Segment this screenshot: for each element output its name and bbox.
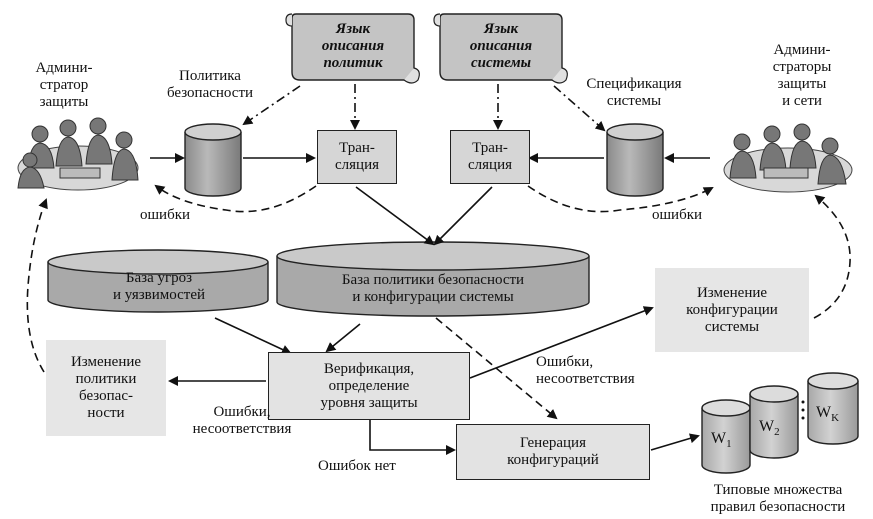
mismatch-label-right: Ошибки, несоответствия: [536, 354, 686, 388]
sets-caption-line-1: Типовые множества: [713, 482, 843, 498]
w1-cylinder: [701, 399, 751, 474]
translation-system-line-2: сляция: [468, 157, 512, 173]
admin-right-line-2: страторы: [772, 59, 832, 75]
w2-letter: W: [759, 418, 775, 435]
system-language-line-1: Язык: [483, 21, 519, 37]
policy-db-label-line-1: Политика: [179, 68, 241, 84]
policy-db-label-line-2: безопасности: [166, 85, 254, 101]
generation-line-2: конфигураций: [507, 452, 599, 468]
admin-right-line-3: защиты: [777, 76, 827, 92]
threats-db-line-2: и уязвимостей: [112, 287, 206, 303]
mismatch-right-line-1: Ошибки,: [536, 354, 594, 370]
policy-language-line-1: Язык: [335, 21, 371, 37]
scroll-policy-language: [285, 13, 420, 84]
admin-left-line-3: защиты: [39, 94, 89, 110]
ellipsis-dots: [801, 400, 805, 420]
flow-arrows: [150, 153, 710, 455]
system-language-label: Язык описания системы: [444, 21, 558, 72]
change-config-line-2: конфигурации: [686, 301, 778, 318]
sets-caption: Типовые множества правил безопасности: [690, 482, 866, 516]
mismatch-label-left: Ошибки, несоответствия: [172, 404, 312, 438]
admin-left-line-1: Админи-: [35, 60, 93, 76]
change-config-line-3: системы: [704, 318, 760, 335]
mismatch-right-line-2: несоответствия: [536, 371, 635, 387]
translation-policy-line-2: сляция: [335, 157, 379, 173]
spec-db-cylinder: [606, 123, 664, 197]
admin-left-line-2: стратор: [39, 77, 89, 93]
threats-db-label: База угроз и уязвимостей: [56, 270, 262, 304]
policy-config-db-label: База политики безопасности и конфигураци…: [290, 272, 576, 306]
w2-label: W2: [759, 418, 780, 441]
wk-label: WK: [816, 404, 839, 427]
w1-label: W1: [711, 430, 732, 453]
wk-subscript: K: [831, 412, 840, 425]
change-policy-line-2: политики: [75, 371, 137, 387]
scroll-system-language: [433, 13, 568, 84]
verification-box: Верификация, определение уровня защиты: [268, 352, 470, 420]
system-language-line-3: системы: [470, 55, 532, 71]
translation-system-line-1: Тран-: [472, 140, 508, 156]
policy-config-db-line-2: и конфигурации системы: [352, 289, 514, 305]
admin-right-line-1: Админи-: [773, 42, 831, 58]
policy-language-line-2: описания: [321, 38, 385, 54]
system-language-line-2: описания: [469, 38, 533, 54]
spec-db-label: Спецификация системы: [572, 76, 696, 110]
threats-db-cylinder: [47, 249, 269, 313]
admin-left-label: Админи- стратор защиты: [14, 60, 114, 111]
generation-line-1: Генерация: [520, 435, 586, 451]
w2-cylinder: [749, 385, 799, 459]
w2-subscript: 2: [774, 426, 780, 439]
threats-db-line-1: База угроз: [125, 270, 193, 286]
translation-policy-line-1: Тран-: [339, 140, 375, 156]
mismatch-left-line-1: Ошибки,: [213, 404, 271, 420]
change-policy-line-1: Изменение: [70, 354, 142, 370]
policy-language-label: Язык описания политик: [296, 21, 410, 72]
errors-label-left: ошибки: [140, 207, 191, 223]
admin-right-line-4: и сети: [782, 93, 822, 109]
w1-letter: W: [711, 430, 727, 447]
spec-db-label-line-2: системы: [606, 93, 662, 109]
translation-box-policy: Тран- сляция: [317, 130, 397, 184]
verification-line-1: Верификация,: [323, 360, 415, 377]
wk-letter: W: [816, 404, 832, 421]
policy-db-label: Политика безопасности: [150, 68, 270, 102]
change-policy-line-4: ности: [87, 405, 125, 421]
policy-config-db-cylinder: [276, 241, 590, 317]
wk-cylinder: [807, 372, 859, 445]
errors-label-right: ошибки: [652, 207, 703, 223]
change-config-box: Изменение конфигурации системы: [655, 268, 809, 352]
change-policy-box: Изменение политики безопас- ности: [46, 340, 166, 436]
no-errors-label: Ошибок нет: [318, 458, 396, 474]
spec-db-label-line-1: Спецификация: [586, 76, 682, 92]
dashdot-arrows: [242, 84, 606, 132]
change-config-line-1: Изменение: [696, 284, 768, 301]
change-policy-line-3: безопас-: [79, 388, 133, 404]
policy-db-cylinder: [184, 123, 242, 197]
mismatch-left-line-2: несоответствия: [192, 421, 292, 437]
w1-subscript: 1: [726, 438, 732, 451]
translation-box-system: Тран- сляция: [450, 130, 530, 184]
dashed-arrows: [26, 184, 851, 420]
admin-left-illustration: [17, 117, 139, 191]
sets-caption-line-2: правил безопасности: [710, 499, 846, 515]
admin-right-label: Админи- страторы защиты и сети: [752, 42, 852, 110]
policy-language-line-3: политик: [323, 55, 383, 71]
verification-line-3: уровня защиты: [320, 394, 418, 411]
generation-box: Генерация конфигураций: [456, 424, 650, 480]
verification-line-2: определение: [328, 377, 410, 394]
admin-right-illustration: [723, 123, 853, 193]
policy-config-db-line-1: База политики безопасности: [341, 272, 525, 288]
